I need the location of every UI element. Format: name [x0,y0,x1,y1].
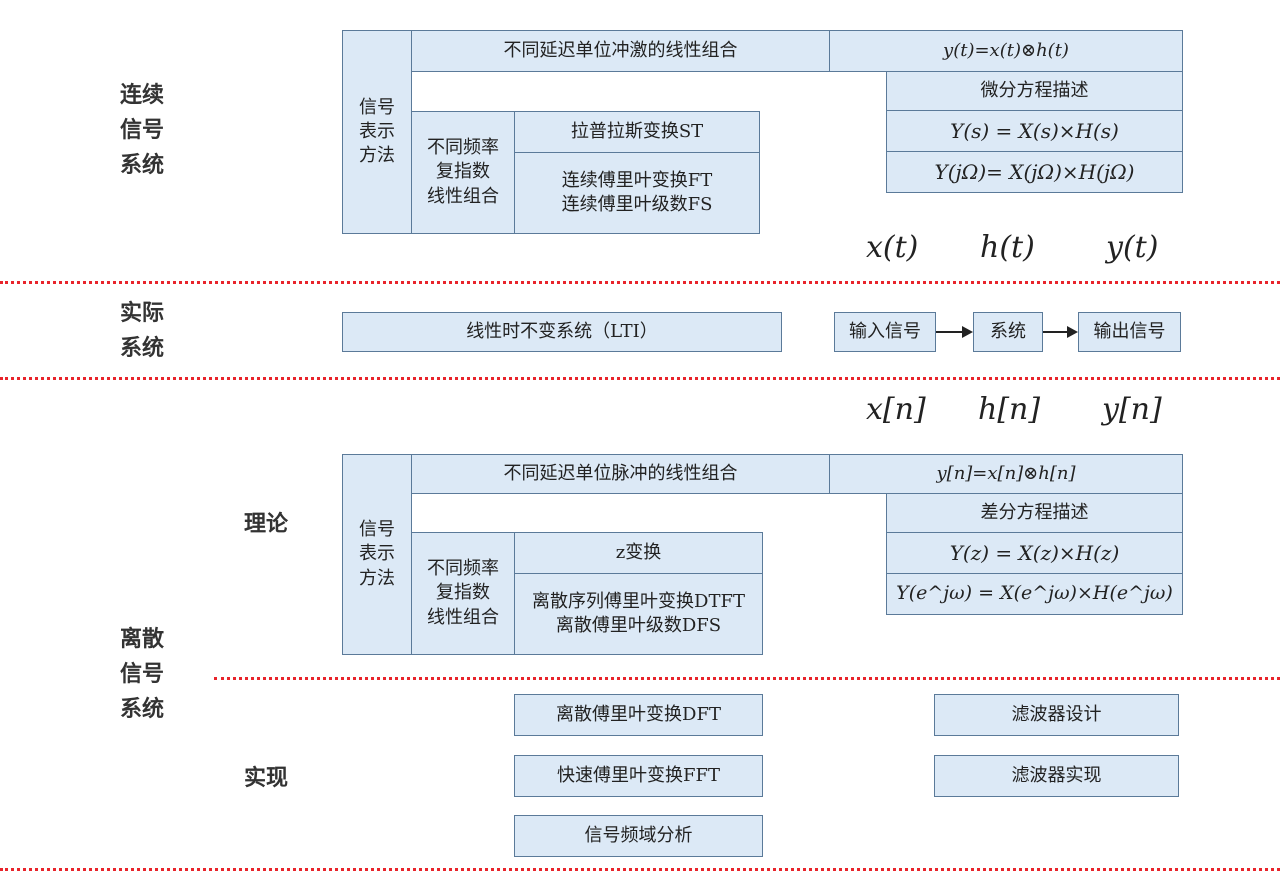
continuous-convolution-box: y(t)=x(t)⊗h(t) [829,30,1183,72]
system-box: 系统 [973,312,1043,352]
separator-line-2 [0,377,1280,380]
continuous-impulse-combo-text: 不同延迟单位冲激的线性组合 [503,39,738,61]
continuous-system-label: 连续 信号 系统 [120,82,165,179]
continuous-diff-eq-text: 微分方程描述 [980,79,1089,101]
continuous-impulse-combo-box: 不同延迟单位冲激的线性组合 [411,30,830,72]
filter-design-text: 滤波器设计 [1011,703,1102,725]
filter-design-box: 滤波器设计 [934,694,1179,736]
z-relation-box: Y(z) = X(z)×H(z) [886,532,1183,574]
discrete-repr-method-box: 信号 表示 方法 [342,454,412,655]
z-transform-text: z变换 [615,541,662,563]
continuous-fourier-relation-text: Y(jΩ)= X(jΩ)×H(jΩ) [934,159,1135,184]
discrete-impulse-combo-box: 不同延迟单位脉冲的线性组合 [411,454,830,494]
theory-label: 理论 [244,511,289,537]
discrete-diff-eq-box: 差分方程描述 [886,493,1183,533]
continuous-fourier-text: 连续傅里叶变换FT 连续傅里叶级数FS [561,169,713,215]
actual-system-label: 实际 系统 [120,300,165,362]
continuous-laplace-relation-box: Y(s) = X(s)×H(s) [886,110,1183,152]
dtft-relation-text: Y(e^jω) = X(e^jω)×H(e^jω) [896,582,1173,605]
laplace-transform-text: 拉普拉斯变换ST [570,120,704,142]
continuous-fourier-box: 连续傅里叶变换FT 连续傅里叶级数FS [514,152,760,234]
dtft-text: 离散序列傅里叶变换DTFT 离散傅里叶级数DFS [532,590,745,636]
dft-text: 离散傅里叶变换DFT [556,703,721,725]
z-relation-text: Y(z) = X(z)×H(z) [949,540,1120,565]
output-signal-text: 输出信号 [1093,320,1166,342]
discrete-convolution-box: y[n]=x[n]⊗h[n] [829,454,1183,494]
continuous-repr-method-box: 信号 表示 方法 [342,30,412,234]
separator-line-4 [0,868,1280,871]
input-signal-box: 输入信号 [834,312,936,352]
filter-impl-box: 滤波器实现 [934,755,1179,797]
continuous-output-signal-label: y(t) [1106,230,1159,265]
discrete-diff-eq-text: 差分方程描述 [980,501,1089,523]
discrete-impulse-response-label: h[n] [978,392,1041,427]
freq-analysis-box: 信号频域分析 [514,815,763,857]
discrete-input-signal-label: x[n] [866,392,926,427]
continuous-freq-exp-box: 不同频率 复指数 线性组合 [411,111,515,234]
continuous-laplace-relation-text: Y(s) = X(s)×H(s) [950,118,1119,143]
filter-impl-text: 滤波器实现 [1011,764,1102,786]
z-transform-box: z变换 [514,532,763,574]
fft-text: 快速傅里叶变换FFT [557,764,720,786]
implementation-label: 实现 [244,765,289,791]
discrete-impulse-combo-text: 不同延迟单位脉冲的线性组合 [503,462,738,484]
separator-line-1 [0,281,1280,284]
system-text: 系统 [990,320,1026,342]
continuous-impulse-response-label: h(t) [980,230,1035,265]
continuous-repr-method-text: 信号 表示 方法 [359,96,395,167]
continuous-fourier-relation-box: Y(jΩ)= X(jΩ)×H(jΩ) [886,151,1183,193]
dtft-relation-box: Y(e^jω) = X(e^jω)×H(e^jω) [886,573,1183,615]
continuous-freq-exp-text: 不同频率 复指数 线性组合 [427,137,499,207]
discrete-freq-exp-text: 不同频率 复指数 线性组合 [427,558,499,628]
discrete-freq-exp-box: 不同频率 复指数 线性组合 [411,532,515,655]
arrow-system-to-output [1043,326,1078,338]
input-signal-text: 输入信号 [849,320,921,342]
discrete-output-signal-label: y[n] [1102,392,1162,427]
continuous-input-signal-label: x(t) [866,230,919,265]
discrete-system-label: 离散 信号 系统 [120,626,165,723]
laplace-transform-box: 拉普拉斯变换ST [514,111,760,153]
lti-system-text: 线性时不变系统（LTI） [466,320,658,342]
dtft-box: 离散序列傅里叶变换DTFT 离散傅里叶级数DFS [514,573,763,655]
discrete-repr-method-text: 信号 表示 方法 [359,519,395,589]
separator-line-3 [214,677,1280,680]
lti-system-box: 线性时不变系统（LTI） [342,312,782,352]
discrete-convolution-text: y[n]=x[n]⊗h[n] [936,462,1076,484]
continuous-diff-eq-box: 微分方程描述 [886,71,1183,111]
continuous-convolution-text: y(t)=x(t)⊗h(t) [943,39,1069,61]
arrow-input-to-system [936,326,973,338]
dft-box: 离散傅里叶变换DFT [514,694,763,736]
fft-box: 快速傅里叶变换FFT [514,755,763,797]
freq-analysis-text: 信号频域分析 [584,824,693,846]
output-signal-box: 输出信号 [1078,312,1181,352]
